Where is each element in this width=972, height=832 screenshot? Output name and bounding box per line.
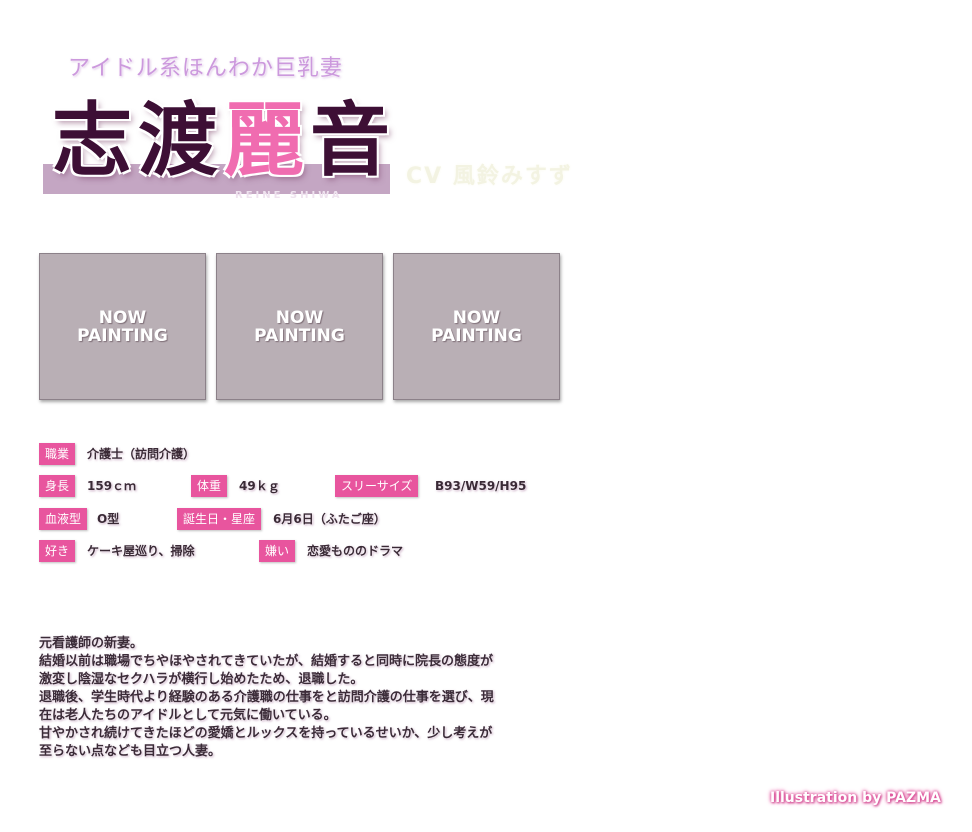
name-char-1: 志 [52, 93, 132, 187]
three-size-value: B93/W59/H95 [435, 479, 527, 493]
weight-value: 49ｋｇ [239, 479, 280, 493]
name-char-4: 音 [310, 93, 390, 187]
name-banner [43, 164, 390, 194]
placeholder-line1: NOW [98, 307, 147, 328]
placeholder-line2: PAINTING [254, 325, 345, 346]
description-line: 結婚以前は職場でちやほやされてきていたが、結婚すると同時に院長の態度が [39, 654, 493, 669]
placeholder-line2: PAINTING [431, 325, 522, 346]
likes-label: 好き [39, 540, 76, 562]
name-char-2: 渡 [138, 93, 218, 187]
description-line: 元看護師の新妻。 [39, 636, 144, 651]
character-description: 元看護師の新妻。 結婚以前は職場でちやほやされてきていたが、結婚すると同時に院長… [39, 635, 559, 761]
image-placeholder-2: NOW PAINTING [216, 253, 383, 400]
description-line: 甘やかされ続けてきたほどの愛嬌とルックスを持っているせいか、少し考えが [39, 726, 493, 741]
name-char-3: 麗 [224, 93, 304, 187]
placeholder-line1: NOW [275, 307, 324, 328]
description-line: 退職後、学生時代より経験のある介護職の仕事をと訪問介護の仕事を選び、現 [39, 690, 494, 705]
blood-type-value: O型 [97, 512, 120, 526]
birthday-label: 誕生日・星座 [177, 508, 262, 530]
description-line: 在は老人たちのアイドルとして元気に働いている。 [39, 708, 337, 723]
placeholder-line1: NOW [452, 307, 501, 328]
birthday-value: 6月6日（ふたご座） [273, 512, 386, 526]
description-line: 至らない点なども目立つ人妻。 [39, 744, 222, 759]
job-value: 介護士（訪問介護） [87, 447, 196, 461]
likes-value: ケーキ屋巡り、掃除 [87, 544, 195, 558]
weight-label: 体重 [191, 475, 228, 497]
name-romaji: REINE SHIWA [235, 190, 343, 201]
blood-type-label: 血液型 [39, 508, 88, 530]
three-size-label: スリーサイズ [335, 475, 419, 497]
image-placeholder-3: NOW PAINTING [393, 253, 560, 400]
job-label: 職業 [39, 443, 76, 465]
description-line: 激変し陰湿なセクハラが横行し始めたため、退職した。 [39, 672, 364, 687]
height-label: 身長 [39, 475, 76, 497]
voice-actor: CV 風鈴みすず [406, 164, 573, 189]
dislikes-label: 嫌い [259, 540, 296, 562]
image-placeholder-1: NOW PAINTING [39, 253, 206, 400]
character-name: 志 渡 麗 音 [52, 92, 390, 188]
height-value: 159ｃｍ [87, 479, 137, 493]
illustrator-credit: Illustration by PAZMA [770, 790, 941, 806]
dislikes-value: 恋愛もののドラマ [307, 544, 404, 558]
character-tagline: アイドル系ほんわか巨乳妻 [68, 56, 343, 81]
placeholder-line2: PAINTING [77, 325, 168, 346]
